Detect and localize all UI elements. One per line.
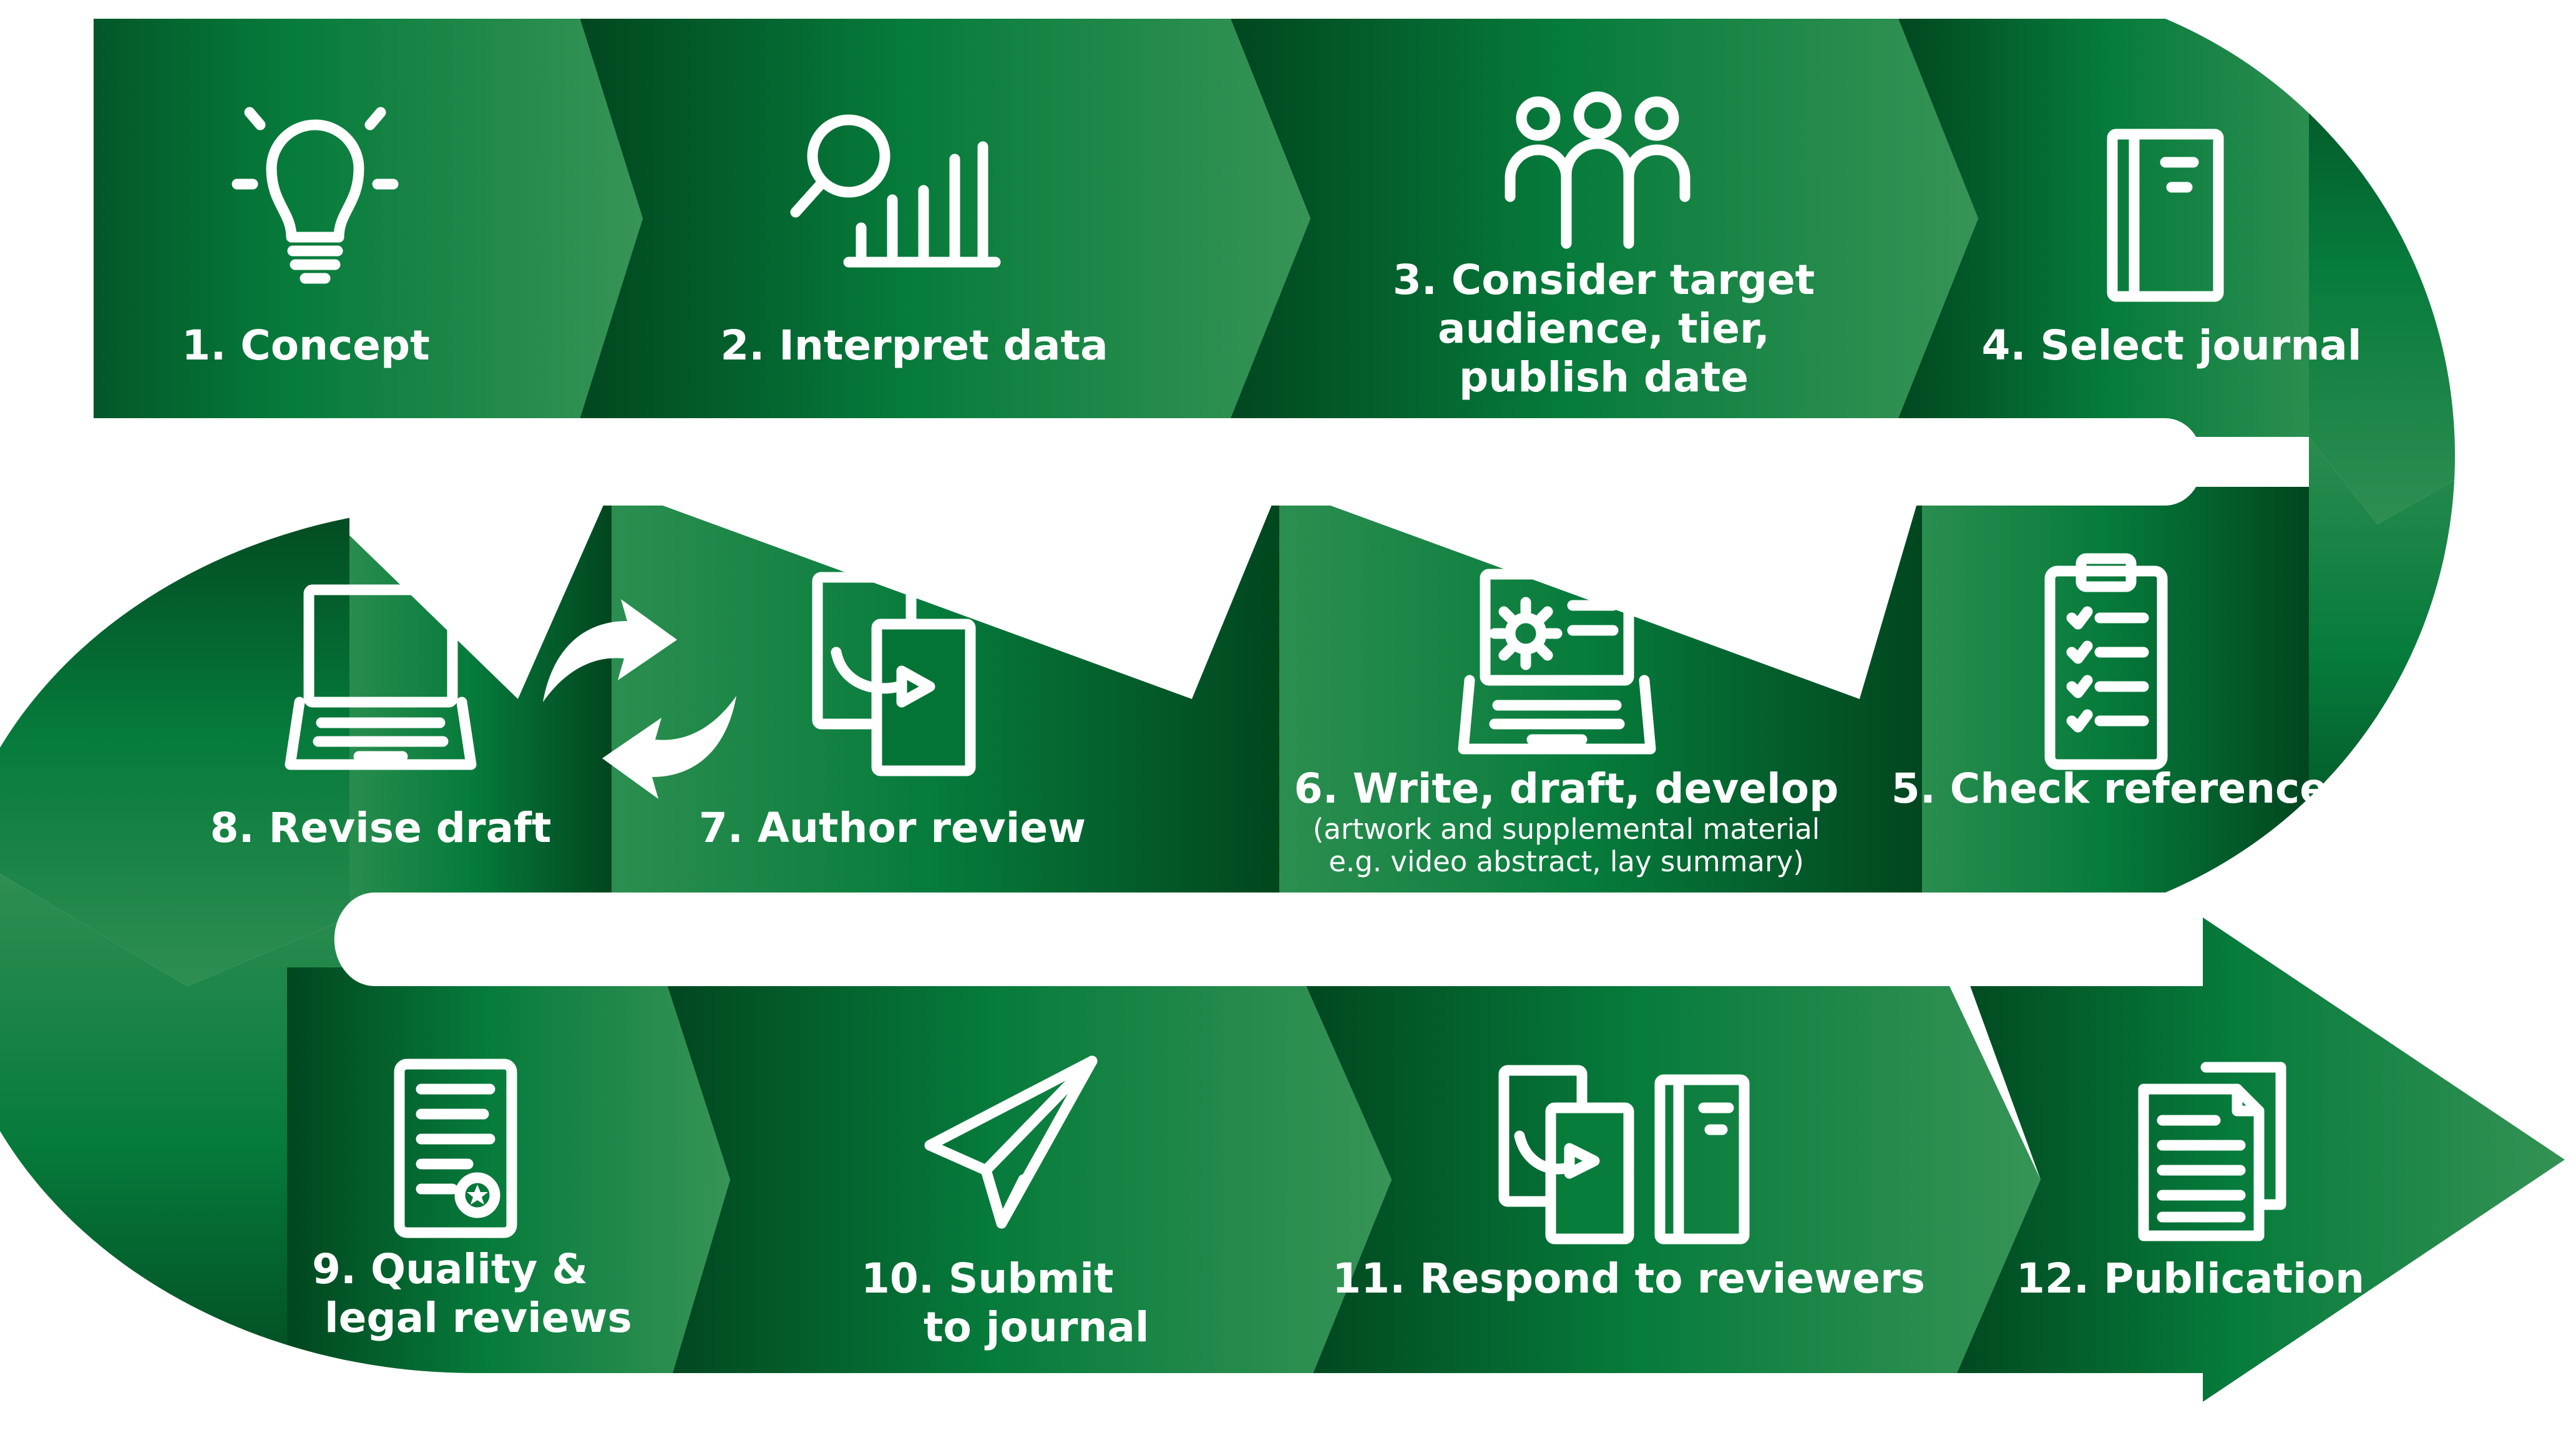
laptop-gear-icon (1458, 569, 1656, 755)
step-12-line-1: 12. Publication (2016, 1255, 2364, 1303)
step-9-label: 9. Quality & legal reviews (287, 1245, 674, 1343)
step-7-line-1: 7. Author review (698, 804, 1086, 852)
segment-row1-b (574, 19, 1310, 437)
lightbulb-icon (232, 107, 399, 284)
step-8-line-1: 8. Revise draft (210, 804, 552, 852)
segment-curve-right-top (2309, 19, 2565, 524)
step-11-line-1: 11. Respond to reviewers (1332, 1255, 1925, 1303)
step-2-label: 2. Interpret data (665, 321, 1164, 370)
step-11-label: 11. Respond to reviewers (1317, 1255, 1941, 1303)
circular-arrows-icon (543, 599, 736, 799)
certificate-document-icon (394, 1059, 517, 1238)
step-3-line-3: publish date (1458, 353, 1749, 401)
document-video-journal-icon (1498, 1065, 1750, 1245)
clipboard-checklist-icon (2044, 553, 2168, 770)
step-10-line-2: to journal (924, 1303, 1149, 1351)
step-3-label: 3. Consider target audience, tier, publi… (1354, 256, 1853, 402)
journal-book-icon (2107, 129, 2224, 302)
step-9-line-1: 9. Quality & (312, 1245, 588, 1293)
step-1-label: 1. Concept (119, 321, 493, 370)
step-6-line-1: 6. Write, draft, develop (1294, 765, 1839, 813)
step-8-label: 8. Revise draft (187, 804, 574, 853)
step-6-sub-line-2: e.g. video abstract, lay summary) (1329, 845, 1804, 878)
document-video-icon (812, 572, 976, 776)
step-10-line-1: 10. Submit (861, 1255, 1114, 1303)
step-4-label: 4. Select journal (1953, 321, 2390, 370)
segment-row1-a (0, 19, 643, 437)
step-3-line-2: audience, tier, (1438, 305, 1770, 353)
step-7-label: 7. Author review (661, 804, 1123, 853)
step-3-line-1: 3. Consider target (1392, 256, 1815, 304)
segment-row3-c (1298, 967, 2041, 1402)
documents-icon (2138, 1062, 2286, 1241)
people-group-icon (1505, 91, 1690, 249)
step-2-line-1: 2. Interpret data (720, 321, 1108, 369)
segment-row2-a (1860, 487, 2309, 911)
step-5-line-1: 5. Check references (1891, 765, 2353, 813)
step-4-line-1: 4. Select journal (1981, 321, 2362, 369)
paper-plane-icon (924, 1055, 1098, 1229)
magnifier-chart-icon (790, 114, 1001, 268)
step-10-label: 10. Submit to journal (836, 1255, 1186, 1352)
step-6-label: 6. Write, draft, develop (1254, 765, 1878, 813)
step-6-sub-line-1: (artwork and supplemental material (1312, 813, 1820, 846)
step-1-line-1: 1. Concept (182, 321, 430, 369)
step-5-label: 5. Check references (1860, 765, 2384, 813)
laptop-icon (285, 584, 477, 770)
step-6-sublabel: (artwork and supplemental material e.g. … (1254, 813, 1878, 878)
segment-row2-b (1192, 487, 1922, 911)
step-12-label: 12. Publication (1978, 1255, 2403, 1303)
segment-row1-c (1223, 19, 1978, 437)
step-9-line-2: legal reviews (324, 1294, 632, 1342)
